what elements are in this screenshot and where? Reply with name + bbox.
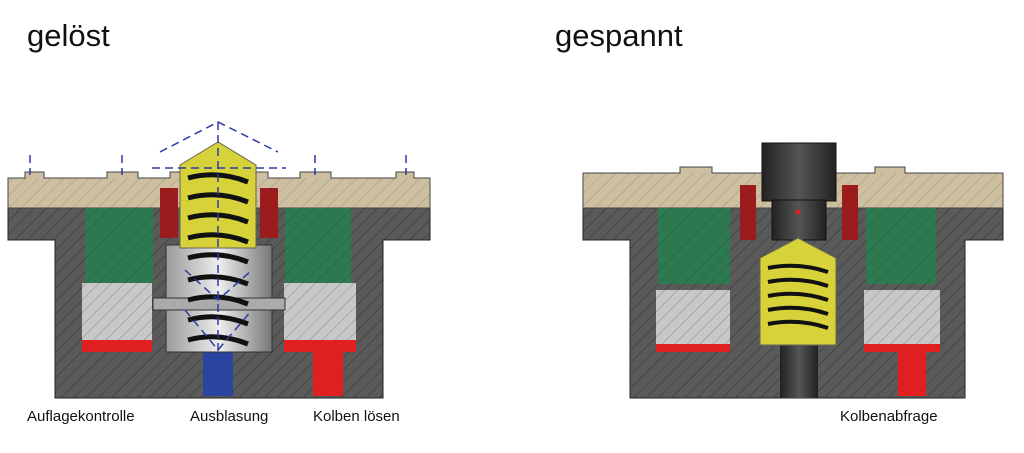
port-kolben-loesen xyxy=(284,340,356,396)
port-red-right xyxy=(864,344,940,396)
released-unit xyxy=(7,121,431,399)
clamped-unit xyxy=(582,142,1004,399)
title-clamped: gespannt xyxy=(555,18,683,53)
clamping-bolt xyxy=(771,199,827,241)
seal-right xyxy=(842,185,858,240)
label-kolben-loesen: Kolben lösen xyxy=(313,408,400,425)
clamping-bolt-head xyxy=(761,142,837,202)
spring xyxy=(767,263,829,330)
label-ausblasung: Ausblasung xyxy=(190,408,269,425)
seal-right xyxy=(260,188,278,238)
label-kolbenabfrage: Kolbenabfrage xyxy=(840,408,938,425)
port-auflagekontrolle xyxy=(82,340,152,352)
airflow-arrows xyxy=(29,121,407,352)
seal-left xyxy=(160,188,178,238)
port-red-left xyxy=(656,344,730,352)
port-ausblasung xyxy=(203,352,233,396)
seal-left xyxy=(740,185,756,240)
center-mark xyxy=(795,209,801,215)
label-auflagekontrolle: Auflagekontrolle xyxy=(27,408,135,425)
threaded-rod xyxy=(780,345,818,398)
title-released: gelöst xyxy=(27,18,110,53)
